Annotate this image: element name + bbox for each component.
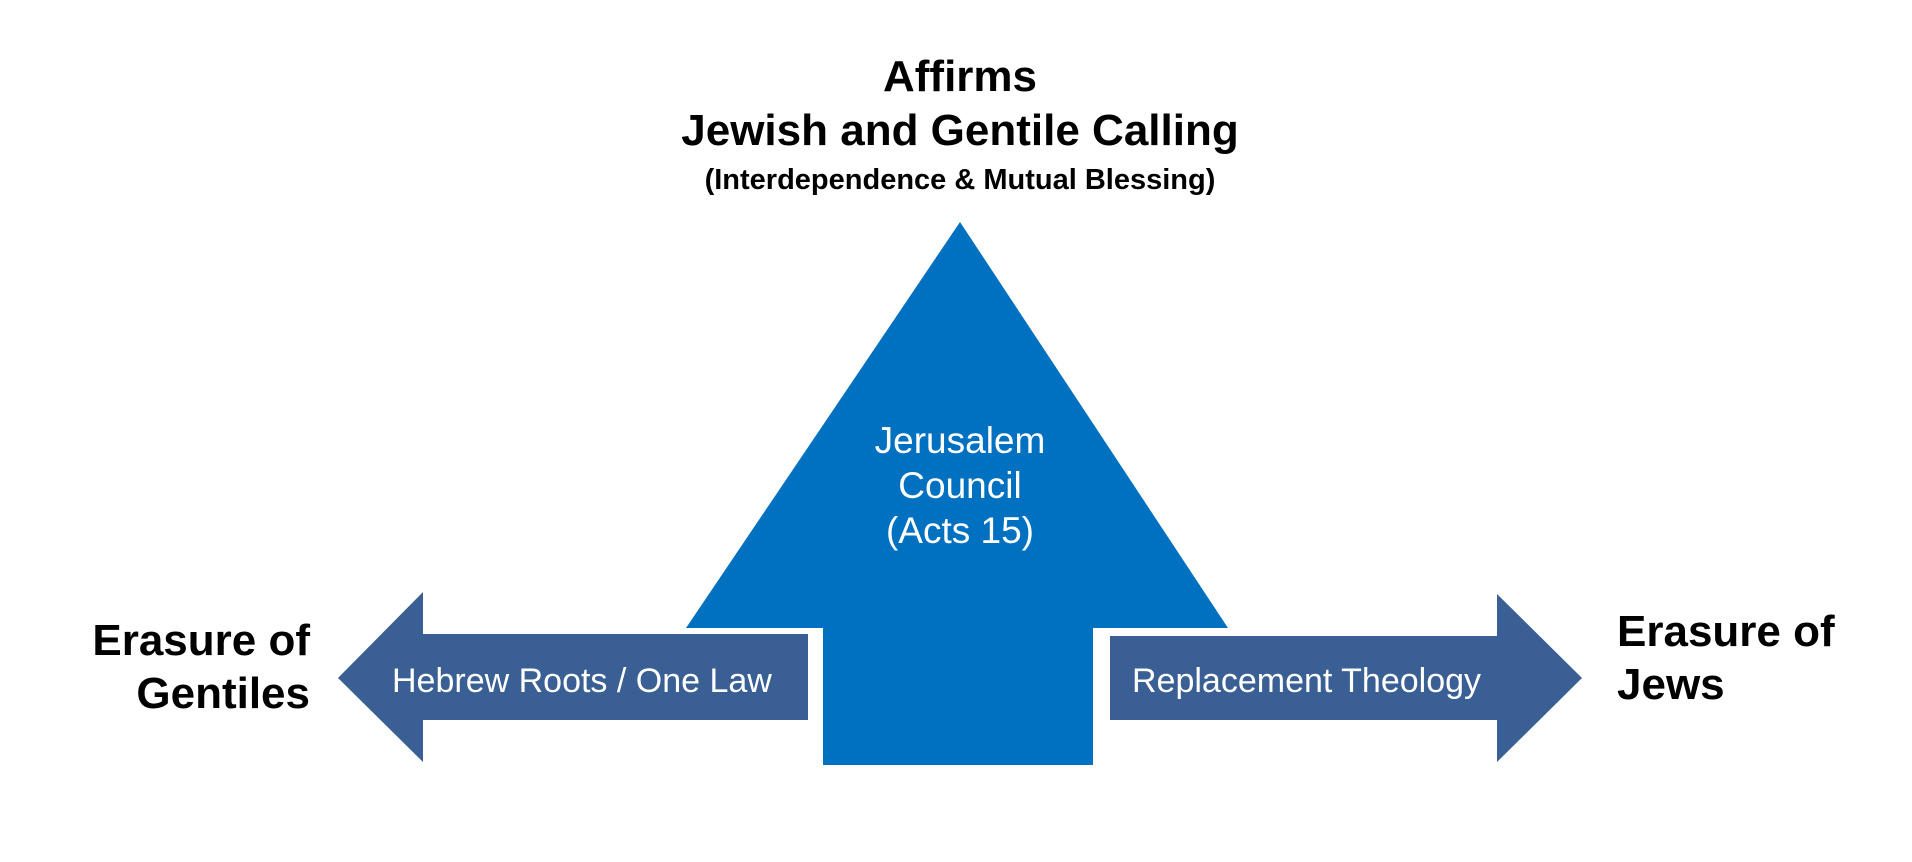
left-outcome-label: Erasure of Gentiles (40, 614, 310, 720)
left-arrow-shape (338, 592, 808, 762)
center-label-line3: (Acts 15) (885, 510, 1035, 551)
right-outcome-label: Erasure of Jews (1617, 605, 1897, 711)
center-label-line2: Council (898, 465, 1022, 506)
right-arrow-label: Replacement Theology (1132, 662, 1482, 700)
left-outcome-line1: Erasure of (92, 616, 310, 665)
central-arrow-stem (823, 626, 1093, 765)
right-outcome-line1: Erasure of (1617, 607, 1835, 656)
center-label-line1: Jerusalem (874, 420, 1046, 461)
right-arrow-shape (1110, 594, 1582, 762)
heading-calling: Jewish and Gentile Calling (681, 106, 1239, 155)
top-heading: Affirms Jewish and Gentile Calling (Inte… (560, 50, 1360, 200)
left-arrow-label: Hebrew Roots / One Law (392, 662, 772, 700)
central-arrow-head (686, 222, 1228, 628)
right-outcome-line2: Jews (1617, 660, 1725, 709)
left-outcome-line2: Gentiles (136, 669, 310, 718)
central-up-arrow (686, 222, 1228, 765)
heading-subtitle: (Interdependence & Mutual Blessing) (704, 164, 1216, 196)
center-label: Jerusalem Council (Acts 15) (810, 418, 1110, 553)
heading-affirms: Affirms (882, 52, 1038, 101)
